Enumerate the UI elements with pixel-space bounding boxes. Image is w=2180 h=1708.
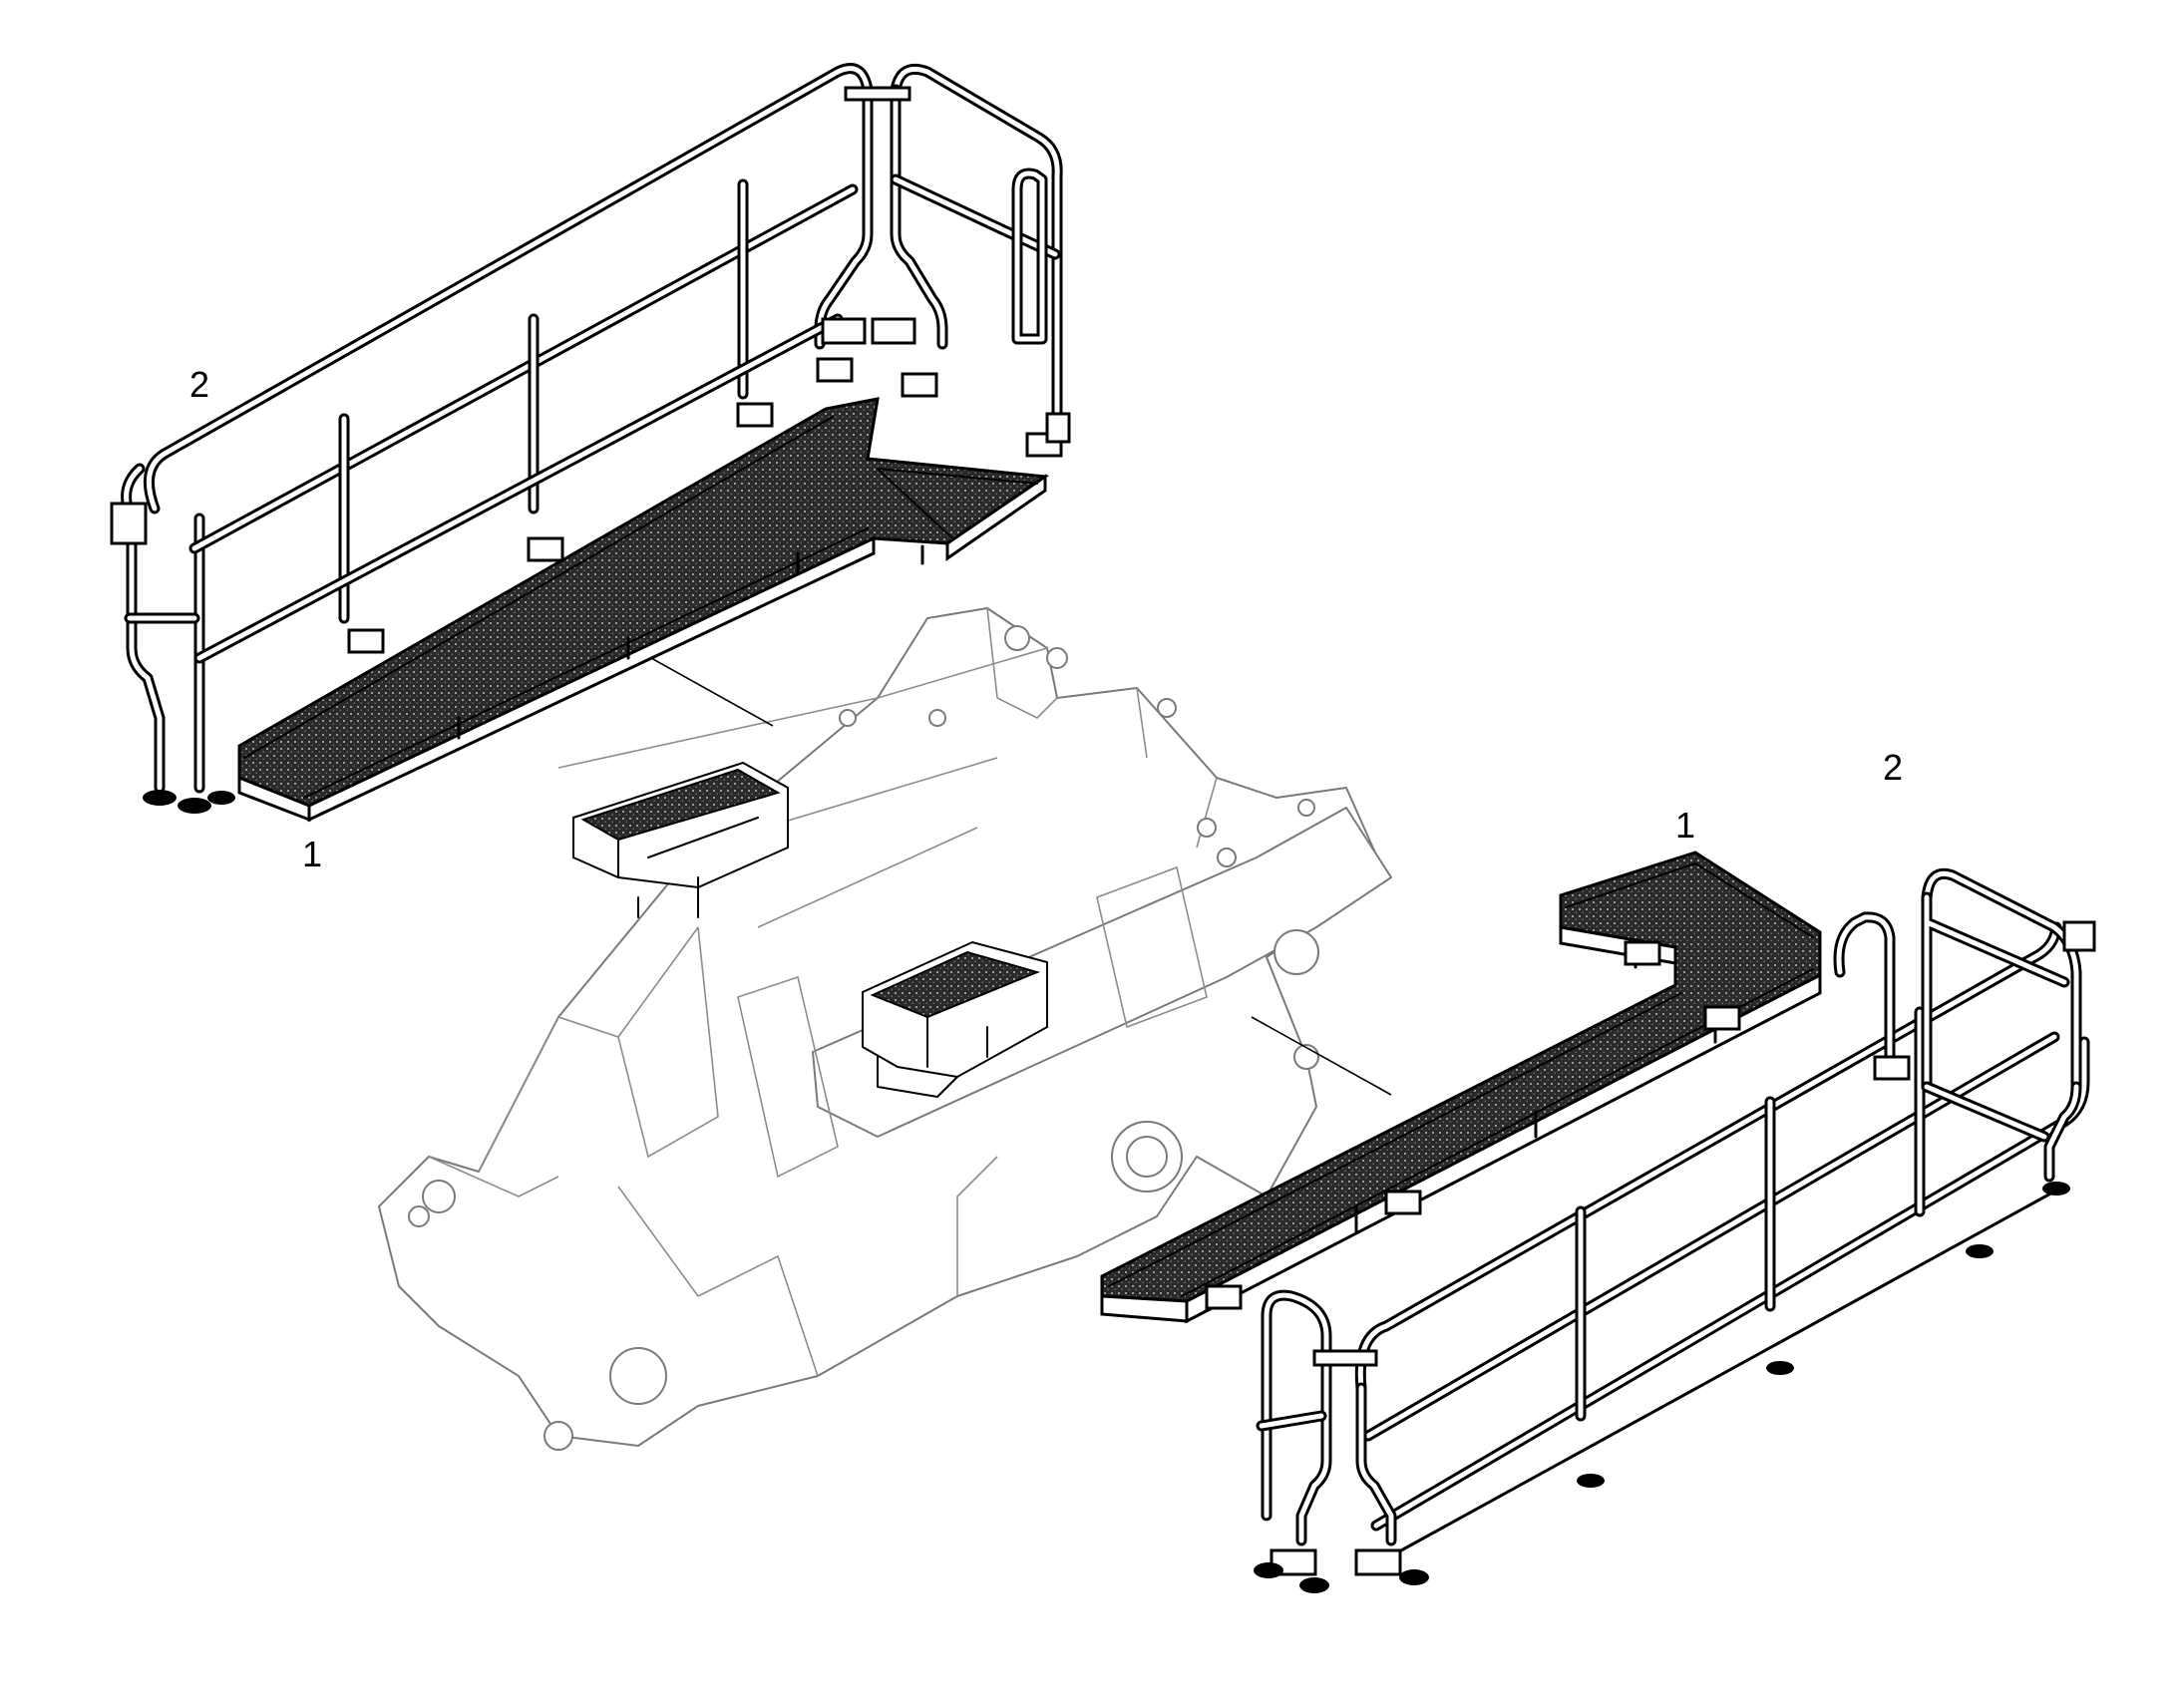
machine-frame xyxy=(378,607,1392,1451)
leader-line-upper xyxy=(632,647,774,727)
leader-line-lower xyxy=(1251,1016,1392,1096)
lower-right-railing xyxy=(1254,867,2096,1593)
upper-left-railing xyxy=(110,63,1071,814)
callout-upper-left-railing: 2 xyxy=(189,364,209,405)
callout-upper-left-walkway: 1 xyxy=(302,834,322,874)
upper-left-walkway xyxy=(237,357,1063,823)
lower-right-walkway xyxy=(1100,851,1822,1324)
callout-lower-right-railing: 2 xyxy=(1883,747,1903,788)
callout-lower-right-walkway: 1 xyxy=(1675,805,1695,846)
